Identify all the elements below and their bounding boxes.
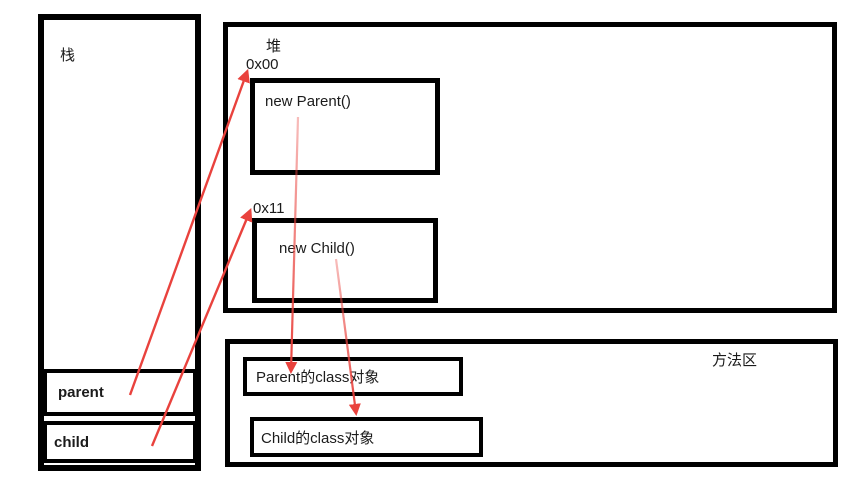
new-parent-label: new Parent() [265, 93, 351, 110]
child-class-object-box: Child的class对象 [250, 417, 483, 457]
heap-object-child-address: 0x11 [253, 200, 285, 217]
parent-class-object-box: Parent的class对象 [243, 357, 463, 396]
parent-variable-label: parent [58, 384, 104, 401]
stack-slot-parent: parent [43, 369, 197, 416]
new-child-label: new Child() [279, 240, 355, 257]
parent-class-object-label: Parent的class对象 [256, 369, 380, 386]
method-area-label: 方法区 [712, 352, 758, 369]
child-variable-label: child [54, 433, 90, 451]
stack-label: 栈 [60, 47, 76, 64]
stack-slot-child: child [43, 421, 197, 463]
heap-object-parent-address: 0x00 [246, 56, 279, 73]
child-class-object-label: Child的class对象 [261, 429, 375, 447]
heap-label: 堆 [266, 38, 282, 55]
heap-object-parent-box: new Parent() [250, 78, 440, 175]
heap-object-child-box: new Child() [252, 218, 438, 303]
